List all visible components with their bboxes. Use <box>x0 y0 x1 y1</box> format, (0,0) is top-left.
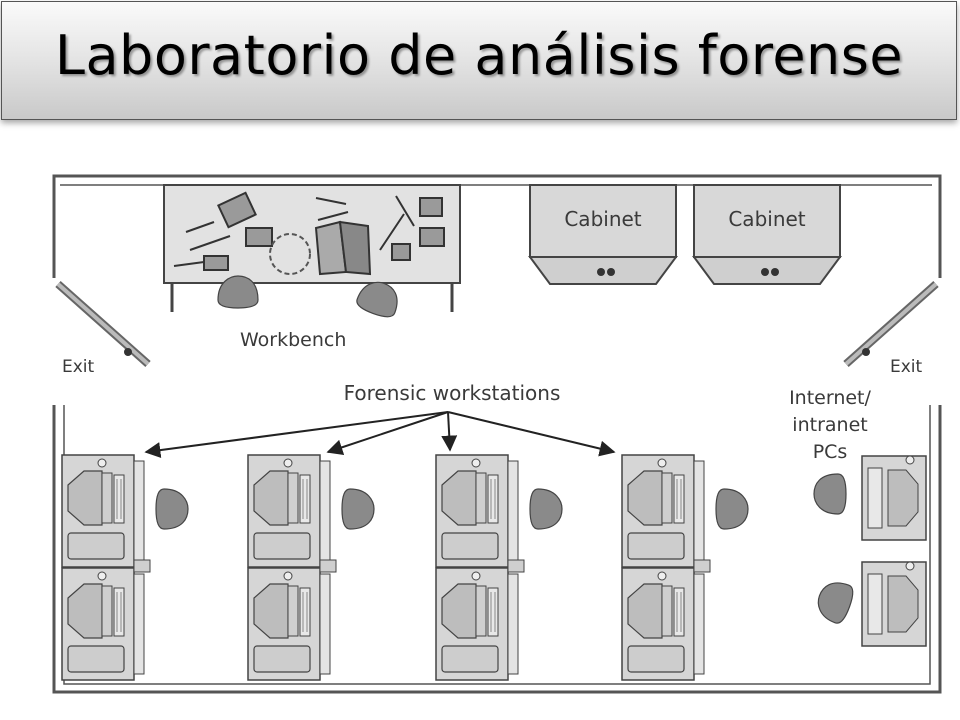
forensic-workstation <box>435 454 563 568</box>
internet-pcs-label-line3: PCs <box>813 441 848 463</box>
forensic-workstations-label: Forensic workstations <box>344 381 561 405</box>
cabinet-1-label: Cabinet <box>564 207 641 231</box>
forensic-workstation <box>621 567 705 681</box>
internet-pc <box>813 455 927 541</box>
exit-door-left <box>55 281 151 367</box>
title-bar: Laboratorio de análisis forense <box>1 1 957 120</box>
forensic-workstation <box>61 454 189 568</box>
forensic-workstation <box>247 567 331 681</box>
cabinet-2-label: Cabinet <box>728 207 805 231</box>
cabinet-1 <box>528 184 678 285</box>
forensic-workstation <box>247 454 375 568</box>
cabinet-2 <box>692 184 842 285</box>
exit-right-label: Exit <box>890 357 923 377</box>
internet-pc <box>812 561 927 647</box>
exit-door-right <box>843 281 939 367</box>
workbench-label: Workbench <box>240 329 346 351</box>
exit-left-label: Exit <box>62 357 95 377</box>
forensic-workstation <box>61 567 145 681</box>
forensic-workstation <box>435 567 519 681</box>
workbench <box>163 184 461 321</box>
forensic-workstation <box>621 454 749 568</box>
internet-pcs-label-line1: Internet/ <box>789 387 871 409</box>
internet-pcs-label-line2: intranet <box>792 414 867 436</box>
workstation-arrows <box>144 411 616 459</box>
page-title: Laboratorio de análisis forense <box>54 24 904 87</box>
